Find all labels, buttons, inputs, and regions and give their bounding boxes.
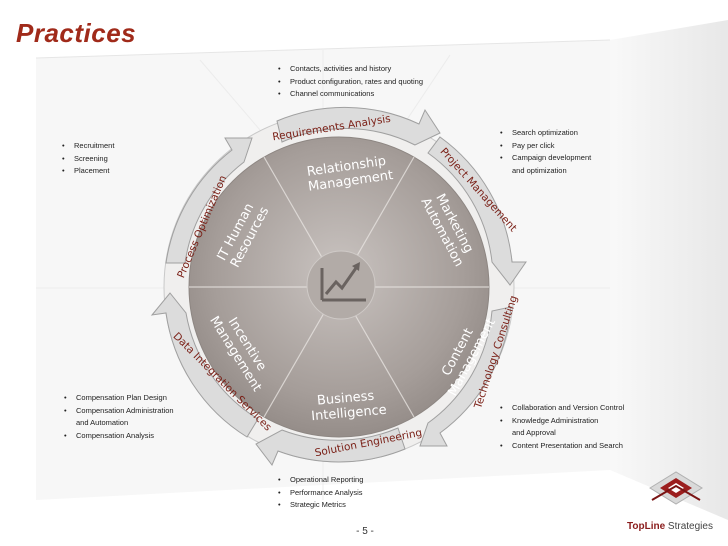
inner-disc (188, 136, 490, 438)
page-title: Practices (16, 18, 137, 48)
bullet-continuation: and Automation (76, 418, 129, 427)
bullet-item: Operational Reporting (290, 475, 364, 484)
bullet-item: Screening (74, 153, 108, 163)
bullets-marketing-automation: •Search optimization •Pay per click •Cam… (500, 127, 591, 177)
bullet-item: Channel communications (290, 89, 375, 98)
bullet-item: Compensation Analysis (76, 430, 154, 440)
company-logo-text: TopLine Strategies (627, 521, 713, 532)
segment-business-intelligence: Business Intelligence (309, 388, 387, 424)
bullet-item: Compensation Administration (76, 405, 174, 415)
bullet-item: Product configuration, rates and quoting (290, 76, 424, 86)
bullet-item: Content Presentation and Search (512, 440, 623, 450)
bullet-item: Recruitment (74, 141, 115, 150)
bullet-continuation: and optimization (512, 165, 567, 175)
bullets-content-management: •Collaboration and Version Control •Know… (500, 402, 624, 452)
bullet-item: Collaboration and Version Control (512, 403, 625, 412)
bullet-item: Contacts, activities and history (290, 64, 392, 73)
bullet-item: Pay per click (512, 140, 555, 150)
bullets-incentive-management: •Compensation Plan Design •Compensation … (64, 392, 174, 442)
bullet-item: Compensation Plan Design (76, 393, 167, 402)
bullet-item: Knowledge Administration (512, 415, 599, 425)
bullet-item: Placement (74, 166, 110, 175)
bullet-item: Campaign development (512, 153, 592, 162)
topline-logo-icon (649, 471, 703, 505)
logo-name-strong: TopLine (627, 521, 666, 532)
bullet-item: Search optimization (512, 128, 578, 137)
page-number: - 5 - (356, 526, 374, 537)
bullets-relationship-management: •Contacts, activities and history •Produ… (278, 63, 423, 101)
bullet-continuation: and Approval (512, 428, 556, 437)
bullet-item: Strategic Metrics (290, 500, 346, 509)
bullets-business-intelligence: •Operational Reporting •Performance Anal… (278, 474, 363, 512)
bullets-it-human-resources: •Recruitment •Screening •Placement (62, 140, 114, 178)
growth-chart-icon (306, 250, 376, 320)
logo-name-light: Strategies (665, 521, 713, 532)
bullet-item: Performance Analysis (290, 487, 363, 497)
